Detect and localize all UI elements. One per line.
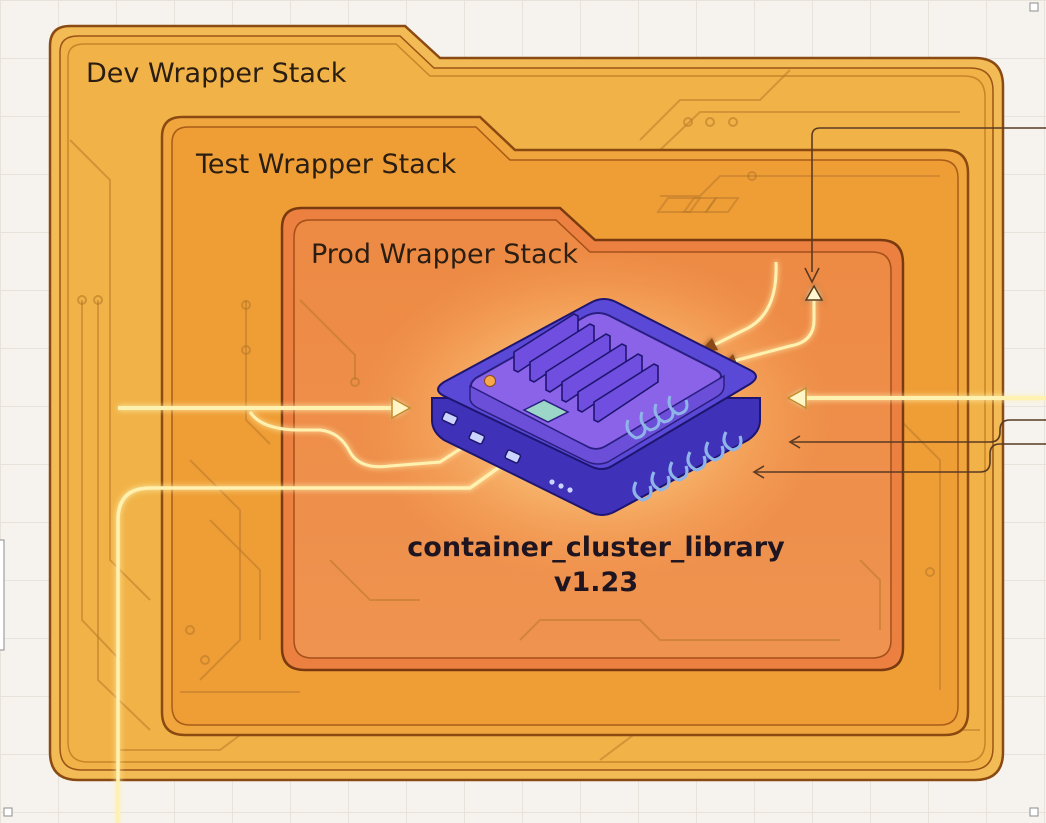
chip-port-2 bbox=[468, 430, 486, 445]
connector-lines bbox=[752, 127, 1046, 479]
port-loop-line bbox=[248, 411, 475, 469]
chip-module bbox=[431, 298, 761, 516]
test-stack-label: Test Wrapper Stack bbox=[195, 149, 457, 180]
chip-pins-lower bbox=[632, 431, 743, 502]
dev-stack-label: Dev Wrapper Stack bbox=[86, 58, 347, 89]
chip-port-1 bbox=[441, 411, 459, 426]
handle-left-middle[interactable] bbox=[0, 539, 5, 651]
library-version: v1.23 bbox=[554, 567, 638, 598]
handle-bottom-right[interactable] bbox=[1029, 807, 1039, 817]
chip-port-3 bbox=[504, 449, 522, 464]
bottom-input-line bbox=[116, 456, 514, 823]
chip-heatsink bbox=[513, 313, 659, 423]
triangle-marker bbox=[804, 284, 824, 301]
chip-top-plate-side bbox=[469, 374, 725, 465]
handle-top-right[interactable] bbox=[1029, 2, 1039, 12]
right-input-arrowhead bbox=[786, 386, 807, 410]
chip-label-patch bbox=[522, 399, 570, 423]
handle-bottom-left[interactable] bbox=[3, 807, 13, 817]
left-input-arrowhead bbox=[391, 396, 412, 420]
prod-circuit-traces bbox=[299, 299, 881, 641]
triangle-loop-line bbox=[729, 298, 816, 364]
dev-stack-rim bbox=[67, 43, 986, 763]
test-circuit-traces bbox=[180, 171, 941, 693]
chip-status-leds bbox=[549, 479, 573, 493]
chip-indicator-light bbox=[484, 375, 496, 387]
top-input-line bbox=[707, 261, 778, 350]
chip-pins-upper bbox=[625, 395, 689, 440]
library-name: container_cluster_library bbox=[407, 532, 785, 563]
